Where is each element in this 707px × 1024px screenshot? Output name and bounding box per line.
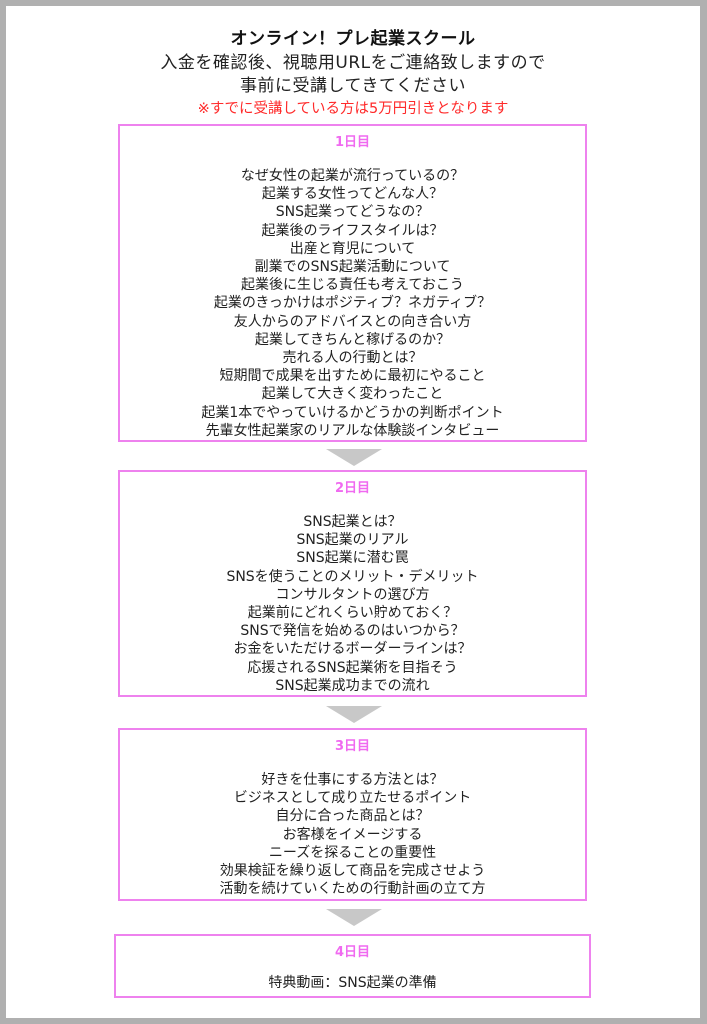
topic-item: 応援されるSNS起業術を目指そう bbox=[247, 659, 458, 676]
topic-item: 友人からのアドバイスとの向き合い方 bbox=[233, 313, 472, 330]
discount-note: ※すでに受講している方は5万円引きとなります bbox=[197, 101, 509, 117]
topic-item: コンサルタントの選び方 bbox=[275, 586, 430, 603]
topic-item: SNS起業に潜む罠 bbox=[296, 550, 409, 567]
intro-line-2: 事前に受講してきてください bbox=[240, 76, 466, 96]
day-4-title: 4日目 bbox=[334, 945, 371, 960]
topic-item: SNS起業成功までの流れ bbox=[275, 677, 430, 694]
topic-item: 好きを仕事にする方法とは？ bbox=[261, 772, 444, 788]
down-arrow-icon bbox=[326, 449, 382, 466]
topic-item: SNSを使うことのメリット・デメリット bbox=[226, 568, 479, 585]
topic-item: お金をいただけるボーダーラインは？ bbox=[233, 641, 472, 658]
topic-item: 起業して大きく変わったこと bbox=[261, 386, 444, 403]
day-3-title: 3日目 bbox=[334, 739, 371, 754]
day-1-title: 1日目 bbox=[334, 135, 371, 150]
topic-item: 先輩女性起業家のリアルな体験談インタビュー bbox=[205, 422, 500, 439]
topic-item: SNS起業のリアル bbox=[296, 532, 409, 549]
topic-item: なぜ女性の起業が流行っているの？ bbox=[240, 168, 465, 184]
topic-item: 起業のきっかけはポジティブ？ネガティブ？ bbox=[213, 295, 492, 312]
topic-item: ビジネスとして成り立たせるポイント bbox=[233, 790, 472, 807]
day-3-topic-list: 好きを仕事にする方法とは？ ビジネスとして成り立たせるポイント 自分に合った商品… bbox=[120, 771, 585, 898]
day-1-box: 1日目 なぜ女性の起業が流行っているの？ 起業する女性ってどんな人？ SNS起業… bbox=[118, 124, 587, 442]
day-2-title: 2日目 bbox=[334, 481, 371, 496]
day-1-topic-list: なぜ女性の起業が流行っているの？ 起業する女性ってどんな人？ SNS起業ってどう… bbox=[120, 167, 585, 440]
topic-item: SNS起業ってどうなの？ bbox=[275, 204, 430, 221]
topic-item: 起業前にどれくらい貯めておく？ bbox=[247, 605, 458, 622]
down-arrow-icon bbox=[326, 909, 382, 926]
topic-item: 出産と育児について bbox=[289, 240, 416, 257]
day-3-box: 3日目 好きを仕事にする方法とは？ ビジネスとして成り立たせるポイント 自分に合… bbox=[118, 728, 587, 901]
topic-item: お客様をイメージする bbox=[282, 826, 423, 843]
intro-line-1: 入金を確認後、視聴用URLをご連絡致しますので bbox=[160, 53, 546, 73]
topic-item: 売れる人の行動とは？ bbox=[282, 350, 423, 367]
topic-item: 副業でのSNS起業活動について bbox=[254, 259, 451, 276]
topic-item: 短期間で成果を出すために最初にやること bbox=[219, 368, 486, 385]
topic-item: 起業後のライフスタイルは？ bbox=[261, 222, 444, 239]
day-4-topic-list: 特典動画：SNS起業の準備 bbox=[116, 974, 589, 992]
topic-item: 起業後に生じる責任も考えておこう bbox=[241, 277, 464, 294]
topic-item: 自分に合った商品とは？ bbox=[275, 808, 430, 825]
topic-item: SNS起業とは？ bbox=[303, 514, 402, 530]
topic-item: 活動を続けていくための行動計画の立て方 bbox=[219, 881, 486, 898]
day-4-box: 4日目 特典動画：SNS起業の準備 bbox=[114, 934, 591, 998]
page-title: オンライン！プレ起業スクール bbox=[230, 29, 476, 49]
topic-item: 効果検証を繰り返して商品を完成させよう bbox=[219, 863, 486, 880]
day-2-box: 2日目 SNS起業とは？ SNS起業のリアル SNS起業に潜む罠 SNSを使うこ… bbox=[118, 470, 587, 697]
down-arrow-icon bbox=[326, 706, 382, 723]
topic-item: 起業1本でやっていけるかどうかの判断ポイント bbox=[201, 404, 504, 421]
topic-item: 特典動画：SNS起業の準備 bbox=[268, 975, 437, 991]
day-2-topic-list: SNS起業とは？ SNS起業のリアル SNS起業に潜む罠 SNSを使うことのメリ… bbox=[120, 513, 585, 695]
topic-item: SNSで発信を始めるのはいつから？ bbox=[240, 623, 465, 640]
document-page: オンライン！プレ起業スクール 入金を確認後、視聴用URLをご連絡致しますので 事… bbox=[6, 6, 700, 1018]
topic-item: 起業してきちんと稼げるのか？ bbox=[254, 331, 451, 348]
topic-item: ニーズを探ることの重要性 bbox=[268, 844, 437, 861]
topic-item: 起業する女性ってどんな人？ bbox=[261, 186, 444, 203]
